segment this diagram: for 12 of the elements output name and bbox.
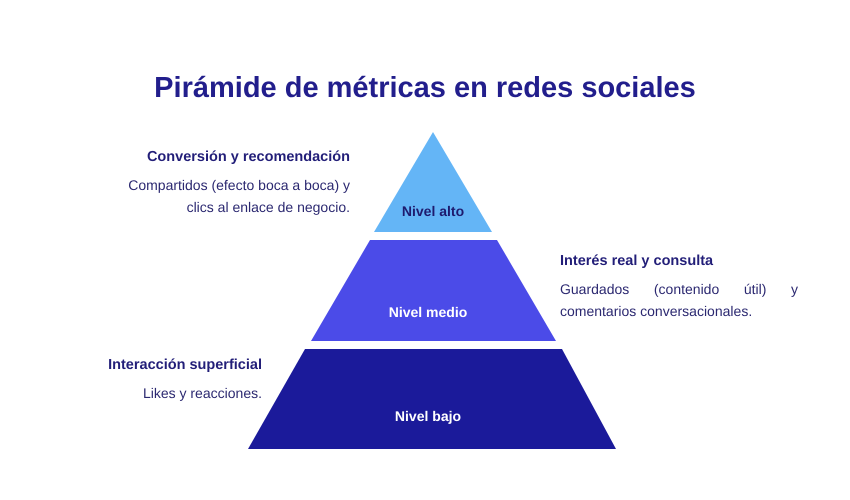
tier-heading: Interacción superficial [108, 357, 262, 373]
tier-heading: Interés real y consulta [560, 253, 714, 269]
tier-description: Compartidos (efecto boca a boca) y clics al enlace de negocio. [127, 176, 350, 217]
tier-label: Nivel alto [402, 203, 464, 219]
pyramid-tier [374, 132, 492, 232]
pyramid-tier [311, 240, 556, 341]
tier-heading: Conversión y recomendación [146, 149, 350, 165]
tier-label: Nivel bajo [394, 408, 462, 424]
diagram-title: Pirámide de métricas en redes sociales [154, 72, 696, 105]
tier-label: Nivel medio [388, 304, 468, 320]
tier-description: Likes y reacciones. [142, 384, 262, 403]
tier-description: Guardados (contenido útil) y comentarios conversacionales. [560, 280, 798, 321]
